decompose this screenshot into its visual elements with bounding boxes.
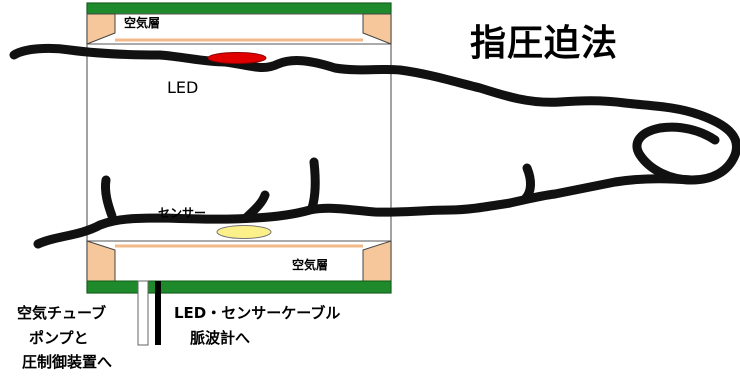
- finger-crease-4: [520, 163, 535, 204]
- bottom-air-layer: [86, 240, 392, 282]
- air-layer-bottom-label: 空気層: [292, 258, 329, 272]
- top-left-cushion: [86, 13, 116, 45]
- air-tube: [137, 280, 149, 346]
- top-plate: [86, 2, 392, 15]
- page-title: 指圧迫法: [470, 23, 619, 64]
- pump-label: ポンプと: [29, 329, 89, 347]
- air-tube-label: 空気チューブ: [17, 304, 107, 322]
- sensor: [216, 225, 272, 239]
- air-layer-top-label: 空気層: [124, 16, 161, 30]
- finger-crease-2: [241, 190, 270, 223]
- finger-top-edge: [9, 43, 740, 185]
- bottom-plate: [86, 280, 392, 294]
- sensor-label: センサー: [158, 206, 207, 220]
- sensor-cable: [155, 281, 161, 345]
- finger-bottom-edge: [33, 174, 695, 249]
- led-label: LED: [167, 78, 199, 97]
- finger-outline: [9, 43, 740, 249]
- led-sensor-cable-label: LED・センサーケーブル: [174, 304, 341, 322]
- pulse-meter-label: 脈波計へ: [190, 329, 251, 347]
- finger-crease-1: [101, 175, 117, 221]
- pressure-control-label: 圧制御装置へ: [22, 353, 113, 371]
- top-right-cushion: [362, 13, 392, 45]
- led: [207, 52, 267, 64]
- finger-crease-3: [307, 157, 320, 213]
